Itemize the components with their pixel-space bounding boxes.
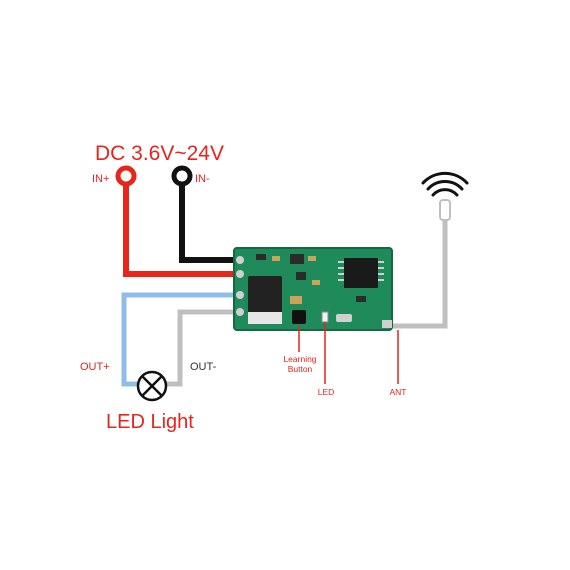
smd-4 xyxy=(308,256,316,261)
wifi-signal-icon xyxy=(421,171,469,197)
led-pointer-label: LED xyxy=(318,387,335,397)
learning-button-label-line2: Button xyxy=(288,364,313,374)
smd-5 xyxy=(296,272,306,280)
pad-4 xyxy=(236,308,244,316)
status-led xyxy=(321,311,329,323)
in-plus-terminal xyxy=(115,165,137,187)
decoder-ic xyxy=(344,258,378,288)
mosfet-tab xyxy=(248,312,282,324)
learning-button xyxy=(292,310,306,324)
mosfet-chip xyxy=(248,276,282,316)
pad-3 xyxy=(236,291,244,299)
antenna-wire xyxy=(392,205,448,329)
pad-1 xyxy=(236,256,244,264)
out-minus-label: OUT- xyxy=(190,361,217,373)
smd-6 xyxy=(312,280,320,285)
smd-7 xyxy=(290,296,302,304)
in-minus-terminal xyxy=(171,165,193,187)
smd-8 xyxy=(356,296,366,302)
crystal xyxy=(336,314,352,322)
gray-wire xyxy=(164,309,238,387)
load-label: LED Light xyxy=(106,411,194,433)
antenna-tip xyxy=(439,199,451,221)
power-label: DC 3.6V~24V xyxy=(95,142,224,165)
receiver-module xyxy=(233,247,393,331)
smd-1 xyxy=(256,254,266,260)
ant-pointer-label: ANT xyxy=(390,387,407,397)
pad-2 xyxy=(236,270,244,278)
antenna-pad xyxy=(382,320,392,328)
ic-pins xyxy=(338,261,384,281)
blue-wire xyxy=(121,292,238,387)
red-wire xyxy=(123,180,238,277)
out-plus-label: OUT+ xyxy=(80,361,110,373)
black-wire xyxy=(179,180,238,263)
learning-button-label-line1: Learning xyxy=(283,354,316,364)
smd-2 xyxy=(272,256,280,261)
lamp-icon xyxy=(136,370,168,402)
in-plus-label: IN+ xyxy=(92,173,109,185)
in-minus-label: IN- xyxy=(195,173,210,185)
smd-3 xyxy=(290,254,304,264)
